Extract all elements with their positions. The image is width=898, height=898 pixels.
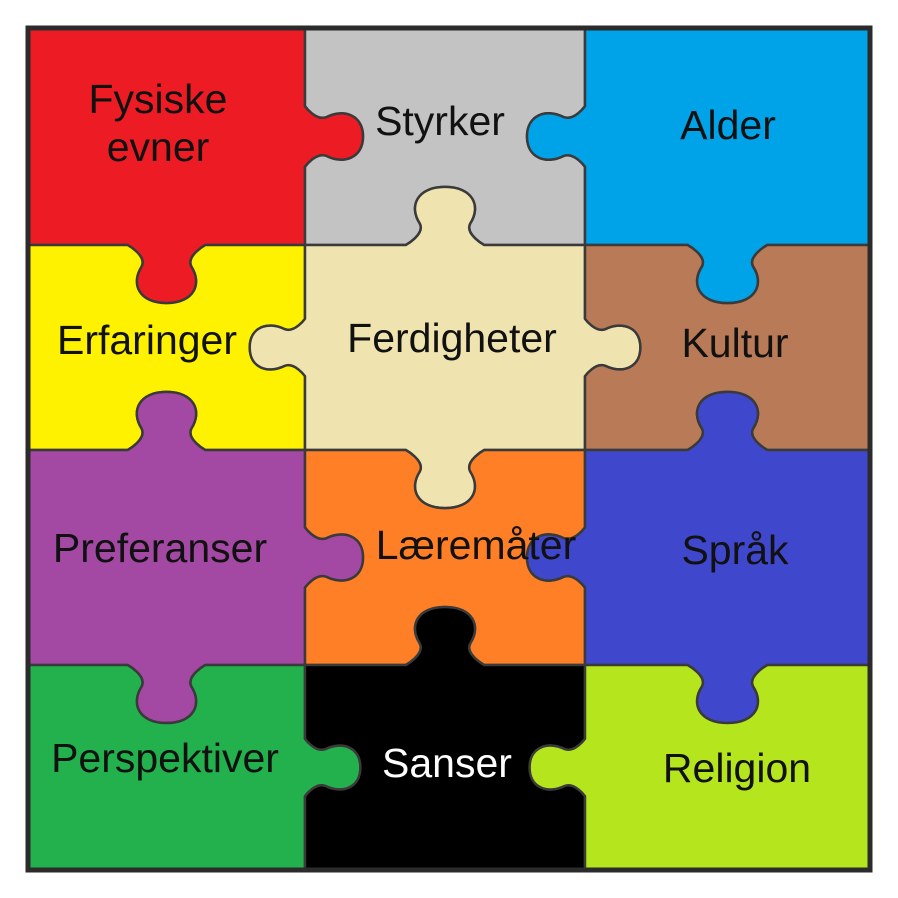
piece-label-ferdigheter: Ferdigheter xyxy=(347,315,557,361)
piece-label-kultur: Kultur xyxy=(681,320,788,366)
piece-label-fysiske-evner-line-2: evner xyxy=(107,124,210,170)
puzzle-frame xyxy=(25,25,873,873)
piece-label-styrker: Styrker xyxy=(375,98,505,144)
piece-label-laeremater: Læremåter xyxy=(376,522,577,568)
piece-label-preferanser: Preferanser xyxy=(53,525,267,571)
pieces-layer xyxy=(26,26,872,872)
piece-label-religion: Religion xyxy=(663,745,811,791)
piece-label-alder: Alder xyxy=(680,102,776,148)
piece-label-sanser: Sanser xyxy=(382,740,512,786)
piece-label-erfaringer: Erfaringer xyxy=(57,317,237,363)
piece-label-perspektiver: Perspektiver xyxy=(51,735,279,781)
piece-label-sprak: Språk xyxy=(681,527,789,573)
piece-label-fysiske-evner-line-1: Fysiske xyxy=(89,76,228,122)
